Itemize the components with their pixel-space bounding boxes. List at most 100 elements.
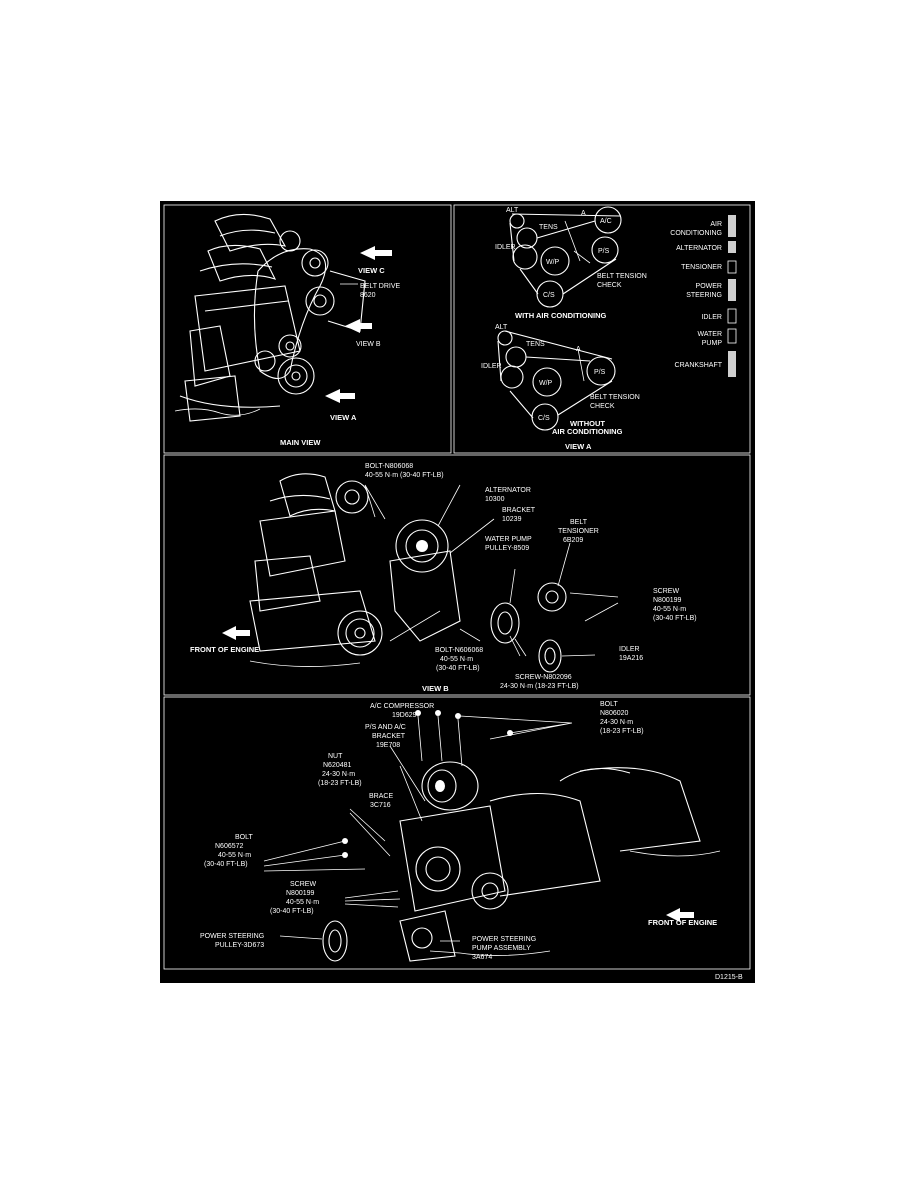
view-b-screw-3: 40-55 N·m — [653, 606, 686, 613]
with-ac-wp-label: W/P — [546, 259, 560, 266]
view-b-bolt-bottom-2: 40-55 N·m — [440, 656, 473, 663]
without-ac-ps-label: P/S — [594, 369, 606, 376]
belt-drive-label-1: BELT DRIVE — [360, 283, 401, 290]
with-ac-tens-label: TENS — [539, 224, 558, 231]
view-b-bolt-top-1: BOLT-N806068 — [365, 463, 413, 470]
view-c-screw-1: SCREW — [290, 881, 316, 888]
view-a-caption: VIEW A — [565, 442, 592, 451]
view-c-nut-4: (18-23 FT-LB) — [318, 780, 362, 787]
view-c-front-of-engine: FRONT OF ENGINE — [648, 918, 717, 927]
panel-borders — [163, 204, 751, 970]
legend-tensioner: TENSIONER — [681, 264, 722, 271]
view-b-alternator-2: 10300 — [485, 496, 505, 503]
view-c-ps-ac-bracket-2: BRACKET — [372, 733, 406, 740]
legend-idler: IDLER — [701, 314, 722, 321]
view-b-engine-drawing — [222, 473, 619, 673]
with-ac-title: WITH AIR CONDITIONING — [515, 311, 607, 320]
view-c-ps-pump — [399, 910, 456, 962]
view-b-bolt-bottom-1: BOLT-N606068 — [435, 647, 483, 654]
view-a-with-ac-diagram — [509, 206, 622, 308]
legend-power-steering-1: POWER — [696, 283, 722, 290]
without-ac-tens-label: TENS — [526, 341, 545, 348]
with-ac-ps-label: P/S — [598, 248, 610, 255]
view-c-ps-ac-bracket-3: 19E708 — [376, 742, 400, 749]
view-c-ps-pump-1: POWER STEERING — [472, 936, 536, 943]
view-b-crank-pulley — [337, 610, 383, 656]
without-ac-cs-label: C/S — [538, 415, 550, 422]
belt-drive-label-2: 8620 — [360, 292, 376, 299]
view-b-belt-tensioner-2: TENSIONER — [558, 528, 599, 535]
view-b-alternator — [395, 519, 449, 573]
without-ac-idler-label: IDLER — [481, 363, 502, 370]
view-c-bolt-left-2: N606572 — [215, 843, 244, 850]
view-c-brace-1: BRACE — [369, 793, 393, 800]
view-c-ps-pulley-2: PULLEY-3D673 — [215, 942, 264, 949]
legend-swatch-ac — [728, 215, 736, 237]
view-c-screw-2: N800199 — [286, 890, 315, 897]
view-b-throttle — [335, 480, 369, 514]
view-c-ac-compressor-1: A/C COMPRESSOR — [370, 703, 434, 710]
view-b-screw-bottom-2: 24-30 N·m (18-23 FT-LB) — [500, 683, 579, 690]
view-b-idler — [538, 639, 562, 673]
view-c-brace-2: 3C716 — [370, 802, 391, 809]
view-c-ac-compressor-2: 19D629 — [392, 712, 417, 719]
view-b-caption: VIEW B — [422, 684, 449, 693]
view-b-bracket-1: BRACKET — [502, 507, 536, 514]
legend-swatch-power-steering — [728, 279, 736, 301]
view-c-bolt-right-1: BOLT — [600, 701, 618, 708]
figure-id: D1215-B — [715, 974, 743, 981]
without-ac-belt-check-2: CHECK — [590, 403, 615, 410]
view-c-ac-compressor — [421, 761, 479, 811]
view-c-bolt-left-4: (30-40 FT-LB) — [204, 861, 248, 868]
legend-swatch-idler — [727, 308, 737, 324]
view-b-alternator-1: ALTERNATOR — [485, 487, 531, 494]
legend-swatch-alternator — [728, 241, 736, 253]
view-a-legend — [727, 215, 737, 377]
main-view-caption: MAIN VIEW — [280, 438, 321, 447]
view-b-belt-tensioner-3: 6B209 — [563, 537, 583, 544]
legend-swatch-crankshaft — [728, 351, 736, 377]
view-c-ps-pump-3: 3A674 — [472, 954, 492, 961]
with-ac-belt-check-2: CHECK — [597, 282, 622, 289]
view-c-ps-pulley-1: POWER STEERING — [200, 933, 264, 940]
with-ac-alt-label: ALT — [506, 207, 519, 214]
view-b-screw-4: (30-40 FT-LB) — [653, 615, 697, 622]
view-c-ps-ac-bracket-1: P/S AND A/C — [365, 724, 406, 731]
view-b-idler-2: 19A216 — [619, 655, 643, 662]
view-a-label: VIEW A — [330, 413, 357, 422]
legend-ac-2: CONDITIONING — [670, 230, 722, 237]
view-b-label: VIEW B — [356, 341, 381, 348]
with-ac-belt-check-1: BELT TENSION — [597, 273, 647, 280]
view-b-bracket-2: 10239 — [502, 516, 522, 523]
view-c-bolt-right-3: 24-30 N·m — [600, 719, 633, 726]
legend-water-pump-2: PUMP — [702, 340, 723, 347]
view-c-engine-drawing — [263, 710, 721, 962]
view-b-front-of-engine: FRONT OF ENGINE — [190, 645, 259, 654]
legend-swatch-tensioner — [727, 260, 737, 274]
view-c-bolt-left-3: 40-55 N·m — [218, 852, 251, 859]
view-b-screw-bottom-1: SCREW-N802096 — [515, 674, 572, 681]
view-c-nut-3: 24-30 N·m — [322, 771, 355, 778]
view-c-bracket-hole — [415, 846, 461, 892]
legend-crankshaft: CRANKSHAFT — [675, 362, 723, 369]
view-c-bolt-right-2: N806020 — [600, 710, 629, 717]
view-b-bolt-bottom-3: (30-40 FT-LB) — [436, 665, 480, 672]
with-ac-idler-label: IDLER — [495, 244, 516, 251]
view-c-ps-pulley — [322, 920, 348, 962]
with-ac-ac-label: A/C — [600, 218, 612, 225]
without-ac-a-label: A — [576, 346, 581, 353]
view-b-bolt-top-2: 40-55 N·m (30-40 FT-LB) — [365, 472, 444, 479]
view-c-bolt-left-1: BOLT — [235, 834, 253, 841]
view-b-belt-tensioner-1: BELT — [570, 519, 588, 526]
with-ac-cs-label: C/S — [543, 292, 555, 299]
view-c-screw-3: 40-55 N·m — [286, 899, 319, 906]
view-b-tensioner — [537, 582, 567, 612]
diagram-sheet: VIEW C BELT DRIVE 8620 VIEW B VIEW A MAI… — [160, 201, 755, 983]
view-a-without-ac-diagram — [497, 330, 616, 431]
belt-drive-diagram: VIEW C BELT DRIVE 8620 VIEW B VIEW A MAI… — [163, 204, 751, 981]
main-view-engine-drawing — [174, 213, 392, 422]
view-b-screw-1: SCREW — [653, 588, 679, 595]
view-b-idler-1: IDLER — [619, 646, 640, 653]
view-c-ps-pump-2: PUMP ASSEMBLY — [472, 945, 531, 952]
without-ac-belt-check-1: BELT TENSION — [590, 394, 640, 401]
